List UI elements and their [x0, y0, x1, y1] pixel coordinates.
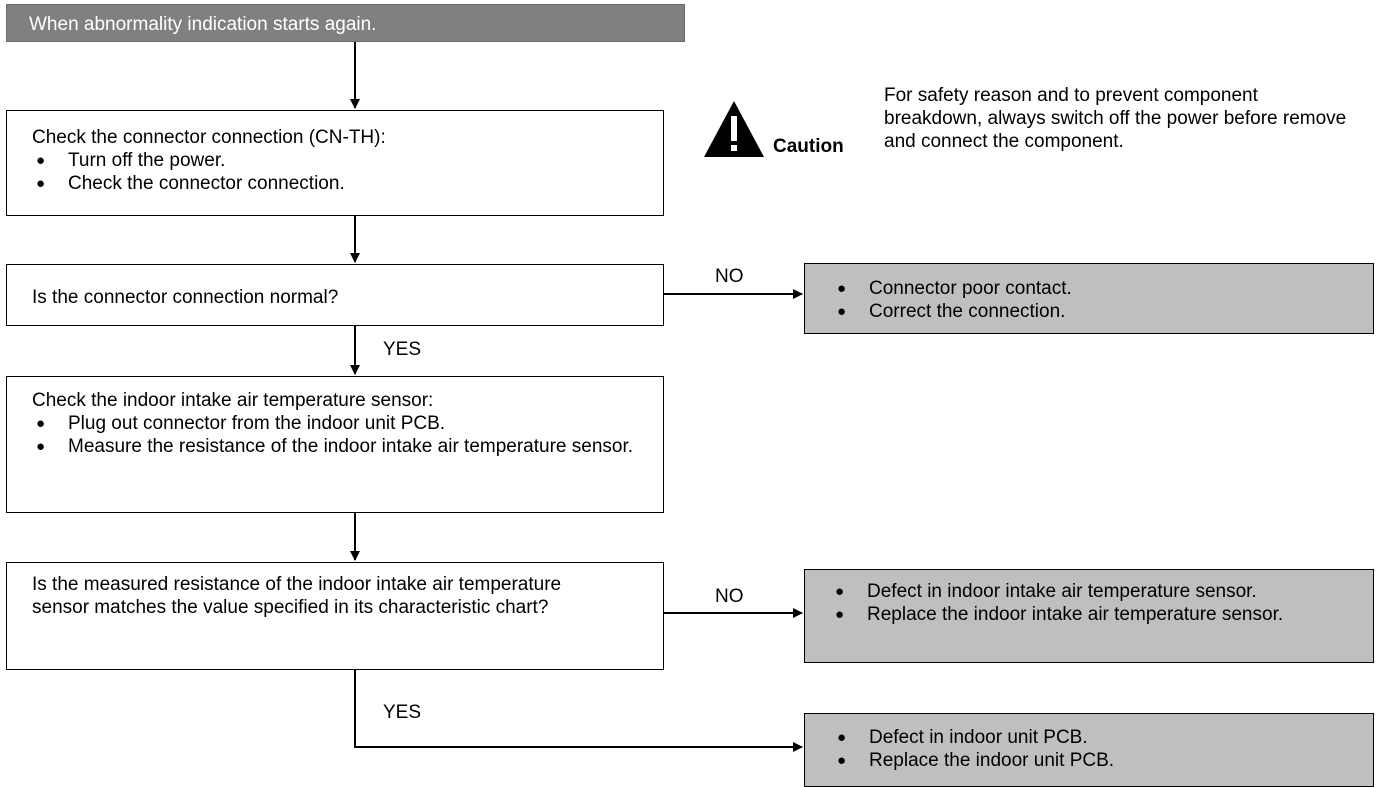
branch-label-no: NO: [715, 266, 744, 287]
caution-label: Caution: [773, 136, 844, 157]
result-sensor-defect-item: Replace the indoor intake air temperatur…: [831, 603, 1365, 626]
question-resistance-text: Is the measured resistance of the indoor…: [32, 574, 562, 618]
result-pcb-defect-box: Defect in indoor unit PCB. Replace the i…: [804, 713, 1374, 787]
step-check-sensor-list: Plug out connector from the indoor unit …: [32, 412, 648, 458]
question-connector-normal-text: Is the connector connection normal?: [32, 287, 339, 308]
start-text: When abnormality indication starts again…: [29, 14, 377, 35]
step-check-connector-item: Check the connector connection.: [32, 172, 663, 195]
start-box: When abnormality indication starts again…: [6, 4, 685, 42]
step-check-sensor-title: Check the indoor intake air temperature …: [32, 390, 434, 411]
step-check-sensor-item: Measure the resistance of the indoor int…: [32, 435, 648, 458]
question-connector-normal-box: Is the connector connection normal?: [6, 264, 664, 326]
result-sensor-defect-box: Defect in indoor intake air temperature …: [804, 569, 1374, 663]
step-check-connector-title: Check the connector connection (CN-TH):: [32, 127, 386, 148]
caution-block: Caution For safety reason and to prevent…: [702, 80, 1381, 200]
step-check-sensor-box: Check the indoor intake air temperature …: [6, 376, 664, 513]
result-connector-poor-list: Connector poor contact. Correct the conn…: [833, 277, 1373, 323]
branch-label-yes: YES: [383, 702, 422, 723]
result-pcb-defect-item: Defect in indoor unit PCB.: [833, 726, 1373, 749]
result-pcb-defect-list: Defect in indoor unit PCB. Replace the i…: [833, 726, 1373, 772]
step-check-connector-item: Turn off the power.: [32, 149, 663, 172]
result-connector-poor-box: Connector poor contact. Correct the conn…: [804, 263, 1374, 334]
result-sensor-defect-list: Defect in indoor intake air temperature …: [831, 580, 1365, 626]
step-check-sensor-item: Plug out connector from the indoor unit …: [32, 412, 648, 435]
result-connector-poor-item: Correct the connection.: [833, 300, 1373, 323]
result-connector-poor-item: Connector poor contact.: [833, 277, 1373, 300]
branch-label-no: NO: [715, 586, 744, 607]
arrow-q2-yes: [354, 668, 803, 752]
result-sensor-defect-item: Defect in indoor intake air temperature …: [831, 580, 1365, 603]
question-resistance-box: Is the measured resistance of the indoor…: [6, 562, 664, 670]
warning-triangle-icon: [704, 101, 764, 157]
step-check-connector-list: Turn off the power. Check the connector …: [32, 149, 663, 195]
branch-label-yes: YES: [383, 339, 422, 360]
step-check-connector-box: Check the connector connection (CN-TH): …: [6, 110, 664, 216]
result-pcb-defect-item: Replace the indoor unit PCB.: [833, 749, 1373, 772]
caution-text: For safety reason and to prevent compone…: [884, 85, 1347, 152]
